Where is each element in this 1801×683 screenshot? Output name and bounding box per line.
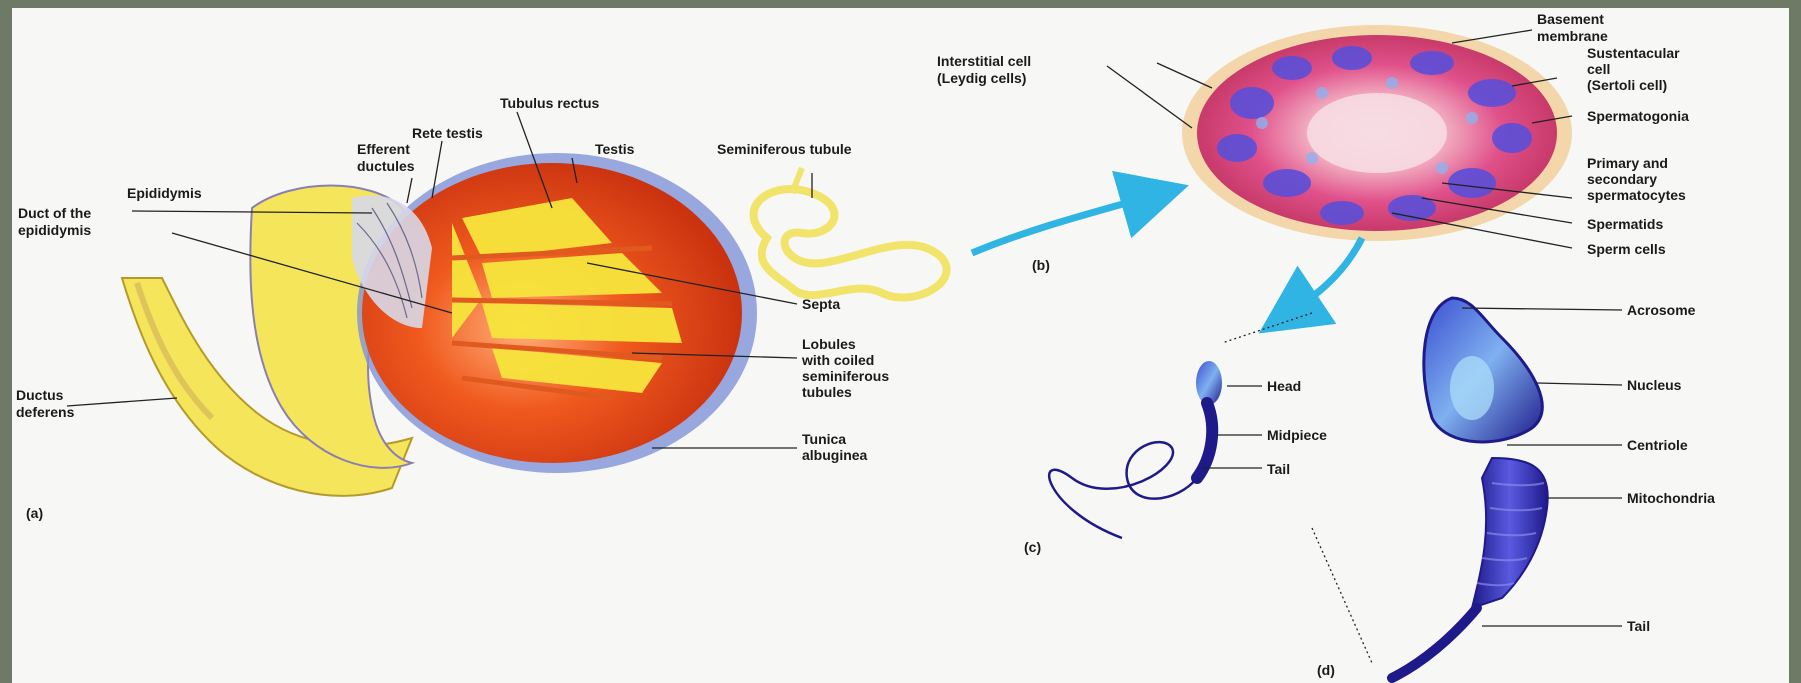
label-midpiece: Midpiece <box>1267 427 1327 443</box>
label-epididymis: Epididymis <box>127 185 202 201</box>
arrow-to-cross-section <box>972 193 1162 253</box>
label-spermatogonia: Spermatogonia <box>1587 108 1689 124</box>
label-efferent-ductules-1: Efferent <box>357 141 410 157</box>
panel-b-cross-section <box>1107 25 1572 248</box>
sperm-tail-small <box>1049 442 1197 538</box>
reproductive-diagram: Tubulus rectus Rete testis Efferent duct… <box>12 8 1789 683</box>
label-spermatocytes-3: spermatocytes <box>1587 187 1686 203</box>
label-basement-membrane-2: membrane <box>1537 28 1608 44</box>
label-tubulus-rectus: Tubulus rectus <box>500 95 600 111</box>
panel-c-sperm <box>1049 361 1262 538</box>
label-panel-a: (a) <box>26 505 43 521</box>
label-basement-membrane-1: Basement <box>1537 11 1604 27</box>
label-ductus-deferens-1: Ductus <box>16 387 64 403</box>
seminiferous-tubule <box>754 189 947 298</box>
label-head: Head <box>1267 378 1301 394</box>
label-panel-d: (d) <box>1317 662 1335 678</box>
panel-d-sperm-enlarged <box>1312 298 1622 678</box>
label-nucleus: Nucleus <box>1627 377 1682 393</box>
label-spermatocytes-2: secondary <box>1587 171 1657 187</box>
label-sperm-cells: Sperm cells <box>1587 241 1666 257</box>
label-lobules-2: with coiled <box>801 352 874 368</box>
label-ductus-deferens-2: deferens <box>16 404 75 420</box>
label-rete-testis: Rete testis <box>412 125 483 141</box>
label-mitochondria: Mitochondria <box>1627 490 1715 506</box>
label-panel-c: (c) <box>1024 539 1041 555</box>
sperm-tail-large <box>1392 608 1477 678</box>
label-sustentacular-cell-3: (Sertoli cell) <box>1587 77 1667 93</box>
label-centriole: Centriole <box>1627 437 1688 453</box>
label-panel-b: (b) <box>1032 257 1050 273</box>
sperm-midpiece-small <box>1197 403 1212 478</box>
label-tunica-albuginea-1: Tunica <box>802 431 846 447</box>
label-acrosome: Acrosome <box>1627 302 1696 318</box>
label-lobules-1: Lobules <box>802 336 856 352</box>
label-duct-epididymis-1: Duct of the <box>18 205 91 221</box>
label-tail-large: Tail <box>1627 618 1650 634</box>
label-sustentacular-cell-1: Sustentacular <box>1587 45 1680 61</box>
label-tunica-albuginea-2: albuginea <box>802 447 868 463</box>
diagram-frame: Tubulus rectus Rete testis Efferent duct… <box>12 8 1789 683</box>
label-efferent-ductules-2: ductules <box>357 158 415 174</box>
label-lobules-4: tubules <box>802 384 852 400</box>
label-septa: Septa <box>802 296 840 312</box>
label-testis: Testis <box>595 141 635 157</box>
label-interstitial-cell-2: (Leydig cells) <box>937 70 1026 86</box>
arrow-to-sperm <box>1282 238 1362 318</box>
label-duct-epididymis-2: epididymis <box>18 222 91 238</box>
label-seminiferous-tubule: Seminiferous tubule <box>717 141 852 157</box>
label-interstitial-cell-1: Interstitial cell <box>937 53 1031 69</box>
label-spermatocytes-1: Primary and <box>1587 155 1668 171</box>
label-spermatids: Spermatids <box>1587 216 1663 232</box>
label-tail-small: Tail <box>1267 461 1290 477</box>
label-lobules-3: seminiferous <box>802 368 889 384</box>
label-sustentacular-cell-2: cell <box>1587 61 1610 77</box>
sperm-midpiece-large <box>1472 458 1548 608</box>
